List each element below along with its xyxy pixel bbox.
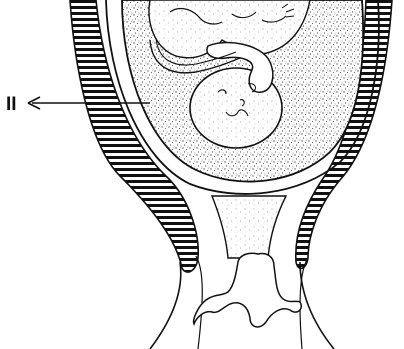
outer-contour-left (150, 262, 181, 349)
outer-contour-right (300, 262, 334, 349)
inner-contour-left (196, 256, 202, 349)
label-ii: II (6, 94, 17, 115)
cervical-plug (212, 196, 286, 258)
cervix (194, 253, 302, 327)
